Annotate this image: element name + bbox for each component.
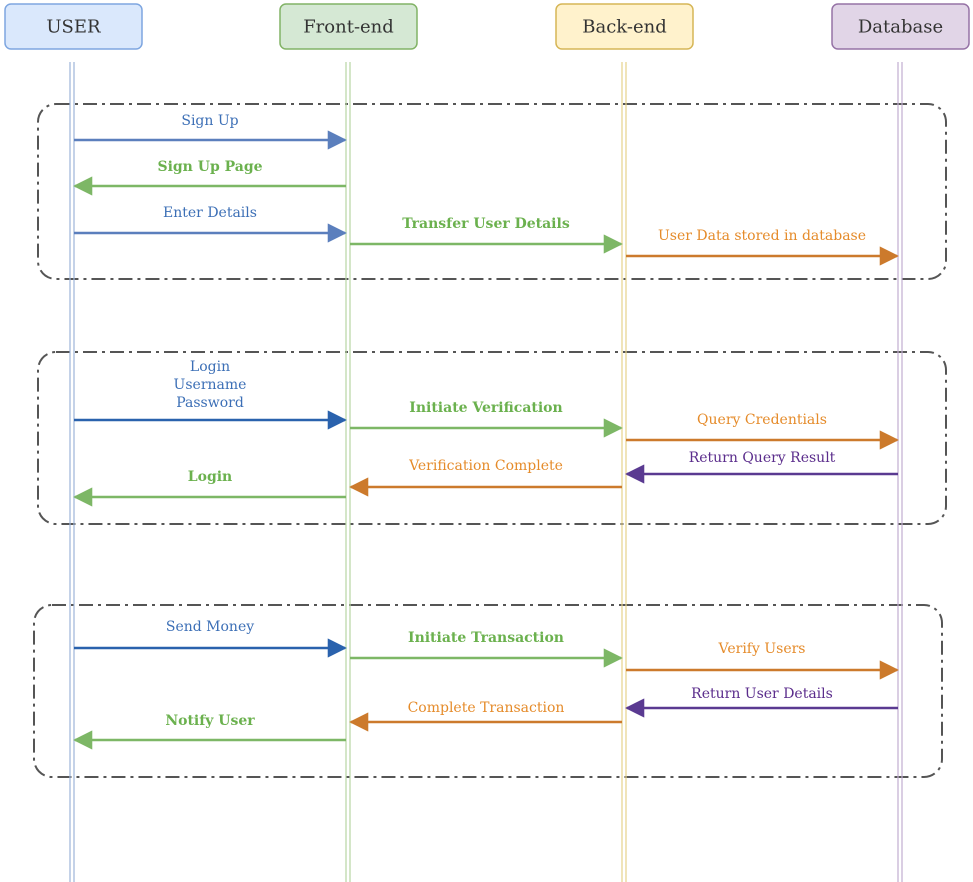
frontend-actor: Front-end	[279, 3, 418, 50]
user-actor: USER	[4, 3, 143, 50]
database-actor-label: Database	[858, 17, 943, 38]
signup-group-frame	[37, 103, 947, 280]
label-initiate-transaction: Initiate Transaction	[408, 630, 564, 646]
login-group-frame	[37, 351, 947, 525]
backend-actor-label: Back-end	[582, 17, 666, 38]
message-initiate-verification: Initiate Verification	[350, 400, 623, 438]
backend-actor: Back-end	[555, 3, 694, 50]
backend-actor-box	[555, 3, 694, 50]
message-sign-up-page: Sign Up Page	[73, 159, 346, 196]
user-actor-box	[4, 3, 143, 50]
message-query-credentials: Query Credentials	[626, 412, 899, 450]
label-login-response: Login	[188, 469, 232, 485]
message-verification-complete: Verification Complete	[349, 458, 622, 497]
label-user-data-stored: User Data stored in database	[658, 228, 866, 244]
label-login-credentials-2: Password	[176, 395, 244, 411]
label-verification-complete: Verification Complete	[408, 458, 563, 474]
frontend-actor-box	[279, 3, 418, 50]
message-verify-users: Verify Users	[626, 641, 899, 680]
message-complete-transaction: Complete Transaction	[349, 700, 622, 732]
label-complete-transaction: Complete Transaction	[408, 700, 565, 716]
message-return-query-result: Return Query Result	[625, 450, 898, 484]
message-notify-user: Notify User	[73, 713, 346, 750]
label-notify-user: Notify User	[165, 713, 255, 729]
transaction-group-frame	[33, 604, 943, 778]
database-actor-box	[831, 3, 970, 50]
message-send-money: Send Money	[74, 619, 347, 658]
label-login-credentials-1: Username	[174, 377, 247, 393]
message-login-response: Login	[73, 469, 346, 507]
message-initiate-transaction: Initiate Transaction	[350, 630, 623, 668]
label-sign-up-page: Sign Up Page	[157, 159, 262, 175]
message-sign-up: Sign Up	[74, 113, 347, 150]
message-return-user-details: Return User Details	[625, 686, 898, 718]
message-user-data-stored: User Data stored in database	[626, 228, 899, 266]
user-actor-label: USER	[46, 17, 101, 38]
label-transfer-user-details: Transfer User Details	[402, 216, 570, 232]
label-return-user-details: Return User Details	[691, 686, 833, 702]
label-query-credentials: Query Credentials	[697, 412, 827, 428]
database-actor: Database	[831, 3, 970, 50]
label-enter-details: Enter Details	[163, 205, 257, 221]
label-verify-users: Verify Users	[718, 641, 806, 657]
label-return-query-result: Return Query Result	[689, 450, 836, 466]
message-transfer-user-details: Transfer User Details	[350, 216, 623, 254]
message-enter-details: Enter Details	[74, 205, 347, 243]
frontend-actor-label: Front-end	[303, 17, 394, 38]
label-sign-up: Sign Up	[181, 113, 238, 129]
label-login-credentials-0: Login	[190, 359, 230, 375]
label-send-money: Send Money	[166, 619, 254, 635]
label-initiate-verification: Initiate Verification	[409, 400, 562, 416]
